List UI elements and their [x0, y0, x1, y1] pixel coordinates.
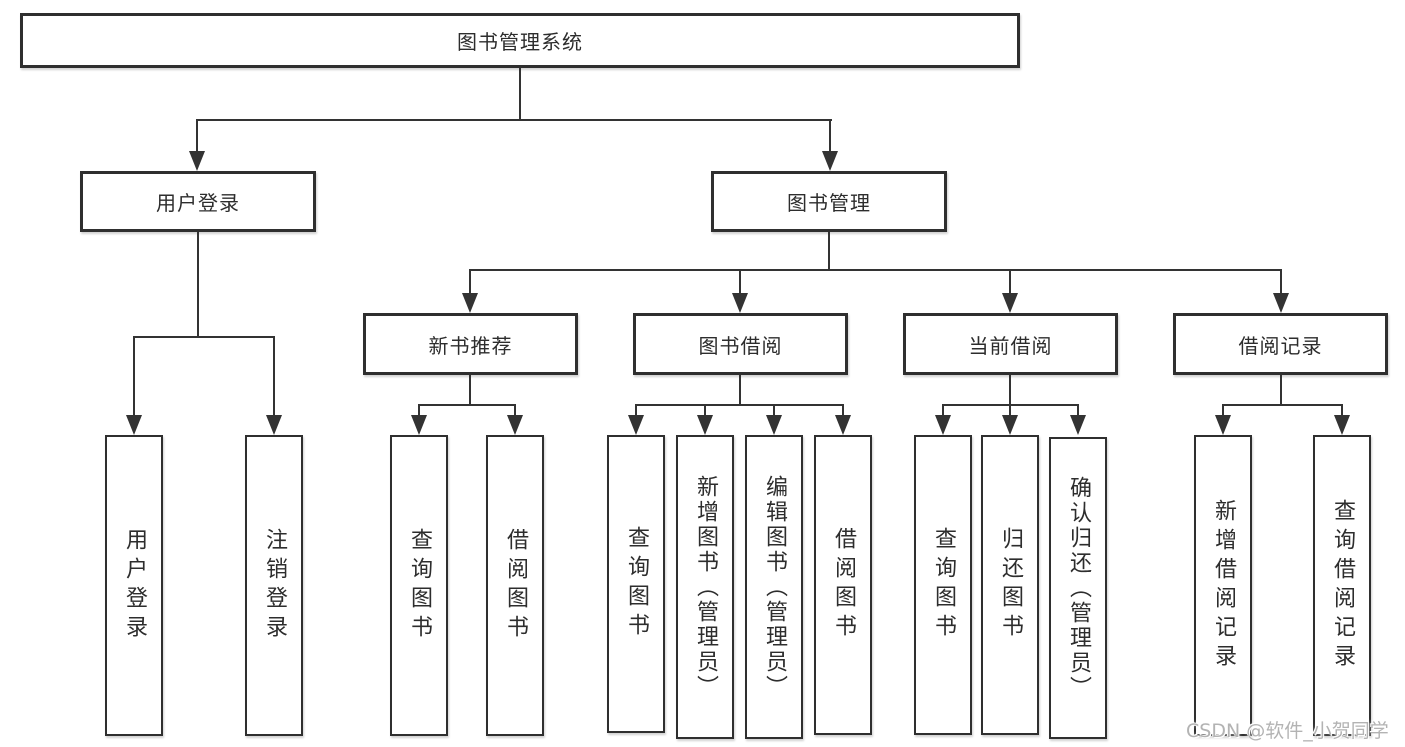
node-label: 借阅记录: [1238, 333, 1323, 358]
node-new-book-recommend: 新书推荐: [363, 313, 578, 375]
connector-line: [828, 232, 830, 271]
arrow-head: [1334, 415, 1350, 435]
node-label: 注销登录: [262, 527, 287, 644]
node-label: 查询图书: [624, 526, 649, 642]
arrow-head: [697, 415, 713, 435]
node-query-books-borrowing: 查询图书: [607, 435, 665, 733]
node-label: 用户登录: [156, 191, 240, 215]
arrow-head: [266, 415, 282, 435]
node-add-borrow-record: 新增借阅记录: [1194, 435, 1252, 736]
arrow-head: [126, 415, 142, 435]
connector-line: [704, 404, 706, 417]
connector-line: [739, 269, 741, 295]
connector-line: [1280, 375, 1282, 406]
node-label: 查询借阅记录: [1330, 498, 1355, 673]
connector-line: [1222, 404, 1343, 406]
arrow-head: [628, 415, 644, 435]
node-book-management: 图书管理: [711, 171, 947, 232]
connector-line: [196, 119, 832, 121]
connector-line: [1222, 404, 1224, 417]
connector-line: [1280, 269, 1282, 295]
arrow-head: [835, 415, 851, 435]
node-library-system: 图书管理系统: [20, 13, 1020, 68]
connector-line: [273, 336, 275, 417]
connector-line: [635, 404, 844, 406]
node-query-borrow-record: 查询借阅记录: [1313, 435, 1371, 736]
connector-line: [773, 404, 775, 417]
node-user-login: 用户登录: [80, 171, 316, 232]
arrow-head: [1070, 415, 1086, 435]
arrow-head: [732, 293, 748, 313]
node-label: 新书推荐: [428, 333, 513, 358]
node-book-borrowing: 图书借阅: [633, 313, 848, 375]
arrow-head: [822, 151, 838, 171]
connector-line: [842, 404, 844, 417]
arrow-head: [935, 415, 951, 435]
node-label: 图书借阅: [698, 333, 783, 358]
connector-line: [196, 119, 198, 153]
connector-line: [197, 232, 199, 338]
connector-line: [829, 119, 831, 153]
node-label: 用户登录: [122, 527, 147, 644]
node-confirm-return-admin: 确认归还（管理员）: [1049, 437, 1107, 739]
watermark: CSDN @软件_小贺同学: [1186, 720, 1389, 742]
node-label: 新增借阅记录: [1211, 498, 1236, 673]
connector-line: [418, 404, 516, 406]
arrow-head: [1002, 415, 1018, 435]
node-label: 查询图书: [931, 527, 956, 643]
arrow-head: [507, 415, 523, 435]
node-label: 确认归还（管理员）: [1066, 475, 1091, 701]
arrow-head: [1215, 415, 1231, 435]
connector-line: [1341, 404, 1343, 417]
connector-line: [739, 375, 741, 406]
connector-line: [1009, 375, 1011, 406]
node-query-books-recommend: 查询图书: [390, 435, 448, 736]
node-borrow-books: 借阅图书: [814, 435, 872, 735]
connector-line: [1077, 404, 1079, 417]
node-add-books-admin: 新增图书（管理员）: [676, 435, 734, 739]
connector-line: [519, 68, 521, 121]
connector-line: [942, 404, 944, 417]
arrow-head: [1002, 293, 1018, 313]
node-label: 查询图书: [407, 527, 432, 644]
node-borrowing-records: 借阅记录: [1173, 313, 1388, 375]
node-label: 编辑图书（管理员）: [762, 474, 787, 700]
connector-line: [133, 336, 275, 338]
arrow-head: [189, 151, 205, 171]
node-user-login-leaf: 用户登录: [105, 435, 163, 736]
connector-line: [1009, 404, 1011, 417]
connector-line: [514, 404, 516, 417]
node-label: 借阅图书: [503, 527, 528, 644]
arrow-head: [411, 415, 427, 435]
node-logout: 注销登录: [245, 435, 303, 736]
connector-line: [469, 269, 1282, 271]
arrow-head: [462, 293, 478, 313]
connector-line: [469, 375, 471, 406]
node-return-books: 归还图书: [981, 435, 1039, 735]
node-label: 图书管理系统: [457, 30, 583, 54]
connector-line: [1009, 269, 1011, 295]
node-label: 图书管理: [787, 191, 871, 215]
node-label: 归还图书: [998, 527, 1023, 643]
node-query-books-current: 查询图书: [914, 435, 972, 735]
connector-line: [635, 404, 637, 417]
arrow-head: [1273, 293, 1289, 313]
node-label: 当前借阅: [968, 333, 1053, 358]
node-current-borrowing: 当前借阅: [903, 313, 1118, 375]
connector-line: [133, 336, 135, 417]
node-borrow-books-recommend: 借阅图书: [486, 435, 544, 736]
arrow-head: [766, 415, 782, 435]
connector-line: [469, 269, 471, 295]
node-edit-books-admin: 编辑图书（管理员）: [745, 435, 803, 739]
node-label: 借阅图书: [831, 527, 856, 643]
connector-line: [418, 404, 420, 417]
node-label: 新增图书（管理员）: [693, 474, 718, 700]
